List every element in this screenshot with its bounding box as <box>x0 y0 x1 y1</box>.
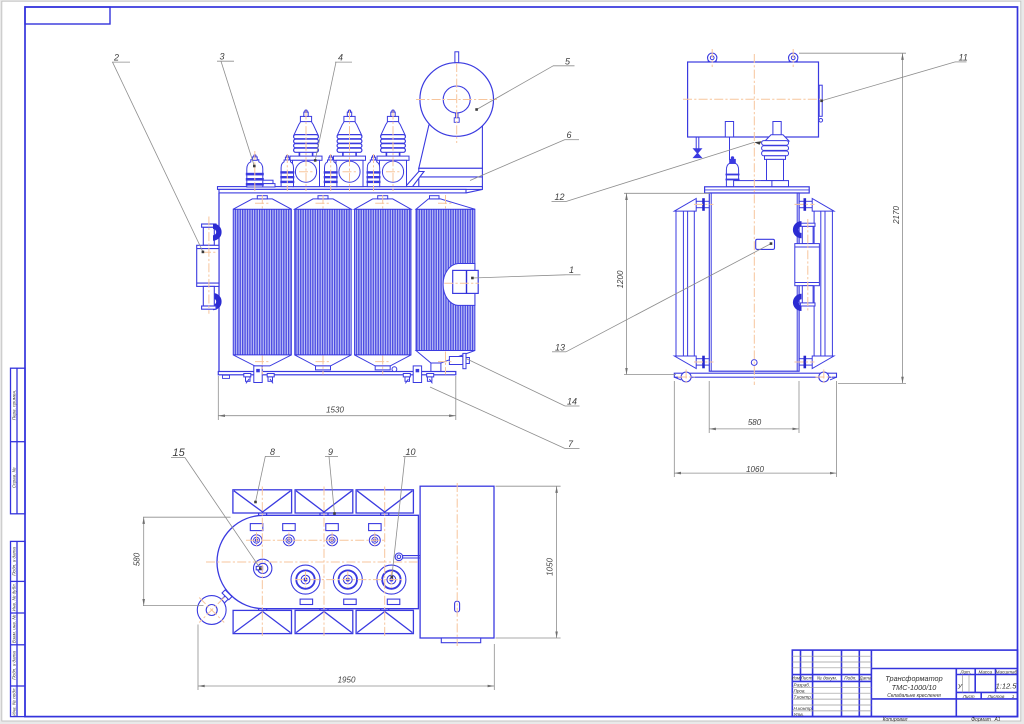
svg-text:1530: 1530 <box>326 406 344 415</box>
svg-text:Копировал: Копировал <box>883 717 908 723</box>
svg-text:1: 1 <box>569 265 574 275</box>
svg-text:Утв.: Утв. <box>794 712 804 717</box>
svg-text:Перв. примен.: Перв. примен. <box>11 390 16 421</box>
svg-text:Подп. и дата: Подп. и дата <box>11 651 16 680</box>
svg-text:Складальне креслення: Складальне креслення <box>887 693 941 699</box>
svg-text:Подп. и дата: Подп. и дата <box>11 547 16 576</box>
svg-text:3: 3 <box>220 52 225 62</box>
svg-text:1950: 1950 <box>338 675 356 684</box>
svg-text:У: У <box>957 684 963 691</box>
svg-text:2: 2 <box>113 53 119 63</box>
svg-text:Взам. инв. №: Взам. инв. № <box>11 615 16 643</box>
svg-text:Инв. № подл.: Инв. № подл. <box>11 687 16 716</box>
svg-text:Дата: Дата <box>858 675 872 680</box>
svg-text:Разраб.: Разраб. <box>794 682 811 687</box>
svg-text:Листов: Листов <box>987 694 1005 699</box>
svg-text:1060: 1060 <box>746 465 764 474</box>
svg-text:Лист: Лист <box>962 694 975 699</box>
svg-text:Масштаб: Масштаб <box>996 669 1018 674</box>
svg-text:Т.контр.: Т.контр. <box>794 694 813 699</box>
svg-text:1200: 1200 <box>616 270 625 288</box>
svg-text:А1: А1 <box>993 717 1000 723</box>
svg-text:Масса: Масса <box>979 669 993 674</box>
svg-text:Лист: Лист <box>800 675 813 680</box>
svg-text:Инв. № дубл.: Инв. № дубл. <box>11 583 16 611</box>
svg-text:14: 14 <box>567 397 577 407</box>
svg-text:1: 1 <box>1012 694 1015 699</box>
svg-text:ТМС-1000/10: ТМС-1000/10 <box>892 683 937 692</box>
svg-text:Н.контр.: Н.контр. <box>794 706 813 711</box>
svg-text:7: 7 <box>568 439 574 449</box>
svg-text:Изм.: Изм. <box>792 675 802 680</box>
svg-text:2170: 2170 <box>892 206 901 225</box>
svg-text:Подп.: Подп. <box>844 675 856 680</box>
svg-text:8: 8 <box>270 447 275 457</box>
svg-text:№ докум.: № докум. <box>817 675 837 680</box>
svg-text:1050: 1050 <box>545 558 554 576</box>
svg-text:Лит.: Лит. <box>959 669 971 674</box>
svg-text:10: 10 <box>406 447 416 457</box>
svg-text:5: 5 <box>565 56 571 66</box>
svg-text:1:12.5: 1:12.5 <box>996 682 1018 691</box>
svg-text:Трансформатор: Трансформатор <box>885 674 942 683</box>
svg-text:Справ. №: Справ. № <box>11 467 16 488</box>
svg-text:12: 12 <box>555 192 565 202</box>
svg-text:580: 580 <box>748 418 762 427</box>
svg-text:580: 580 <box>133 552 142 566</box>
svg-text:4: 4 <box>338 53 343 63</box>
svg-text:Формат: Формат <box>971 717 991 723</box>
svg-text:11: 11 <box>959 52 968 62</box>
svg-text:Пров.: Пров. <box>794 688 806 693</box>
svg-text:13: 13 <box>555 342 565 352</box>
svg-text:15: 15 <box>173 447 186 459</box>
svg-text:6: 6 <box>567 130 572 140</box>
svg-text:9: 9 <box>328 447 333 457</box>
